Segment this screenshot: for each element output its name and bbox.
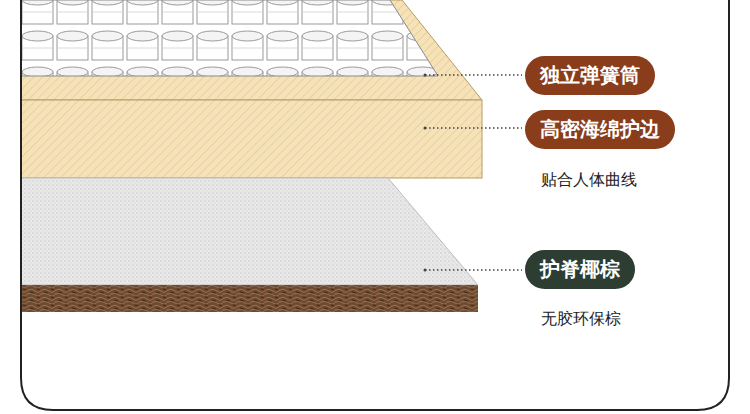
feature-note: 贴合人体曲线 <box>541 170 637 191</box>
pill-text: 高密海绵护边 <box>540 116 660 143</box>
feature-note: 无胶环保棕 <box>541 309 621 330</box>
layer-label-pill: 独立弹簧筒 <box>525 56 655 95</box>
layer-label-pill: 高密海绵护边 <box>525 110 675 149</box>
pill-text: 独立弹簧筒 <box>540 62 640 89</box>
layer-label-pill: 护脊椰棕 <box>525 250 635 289</box>
pill-text: 护脊椰棕 <box>540 256 620 283</box>
